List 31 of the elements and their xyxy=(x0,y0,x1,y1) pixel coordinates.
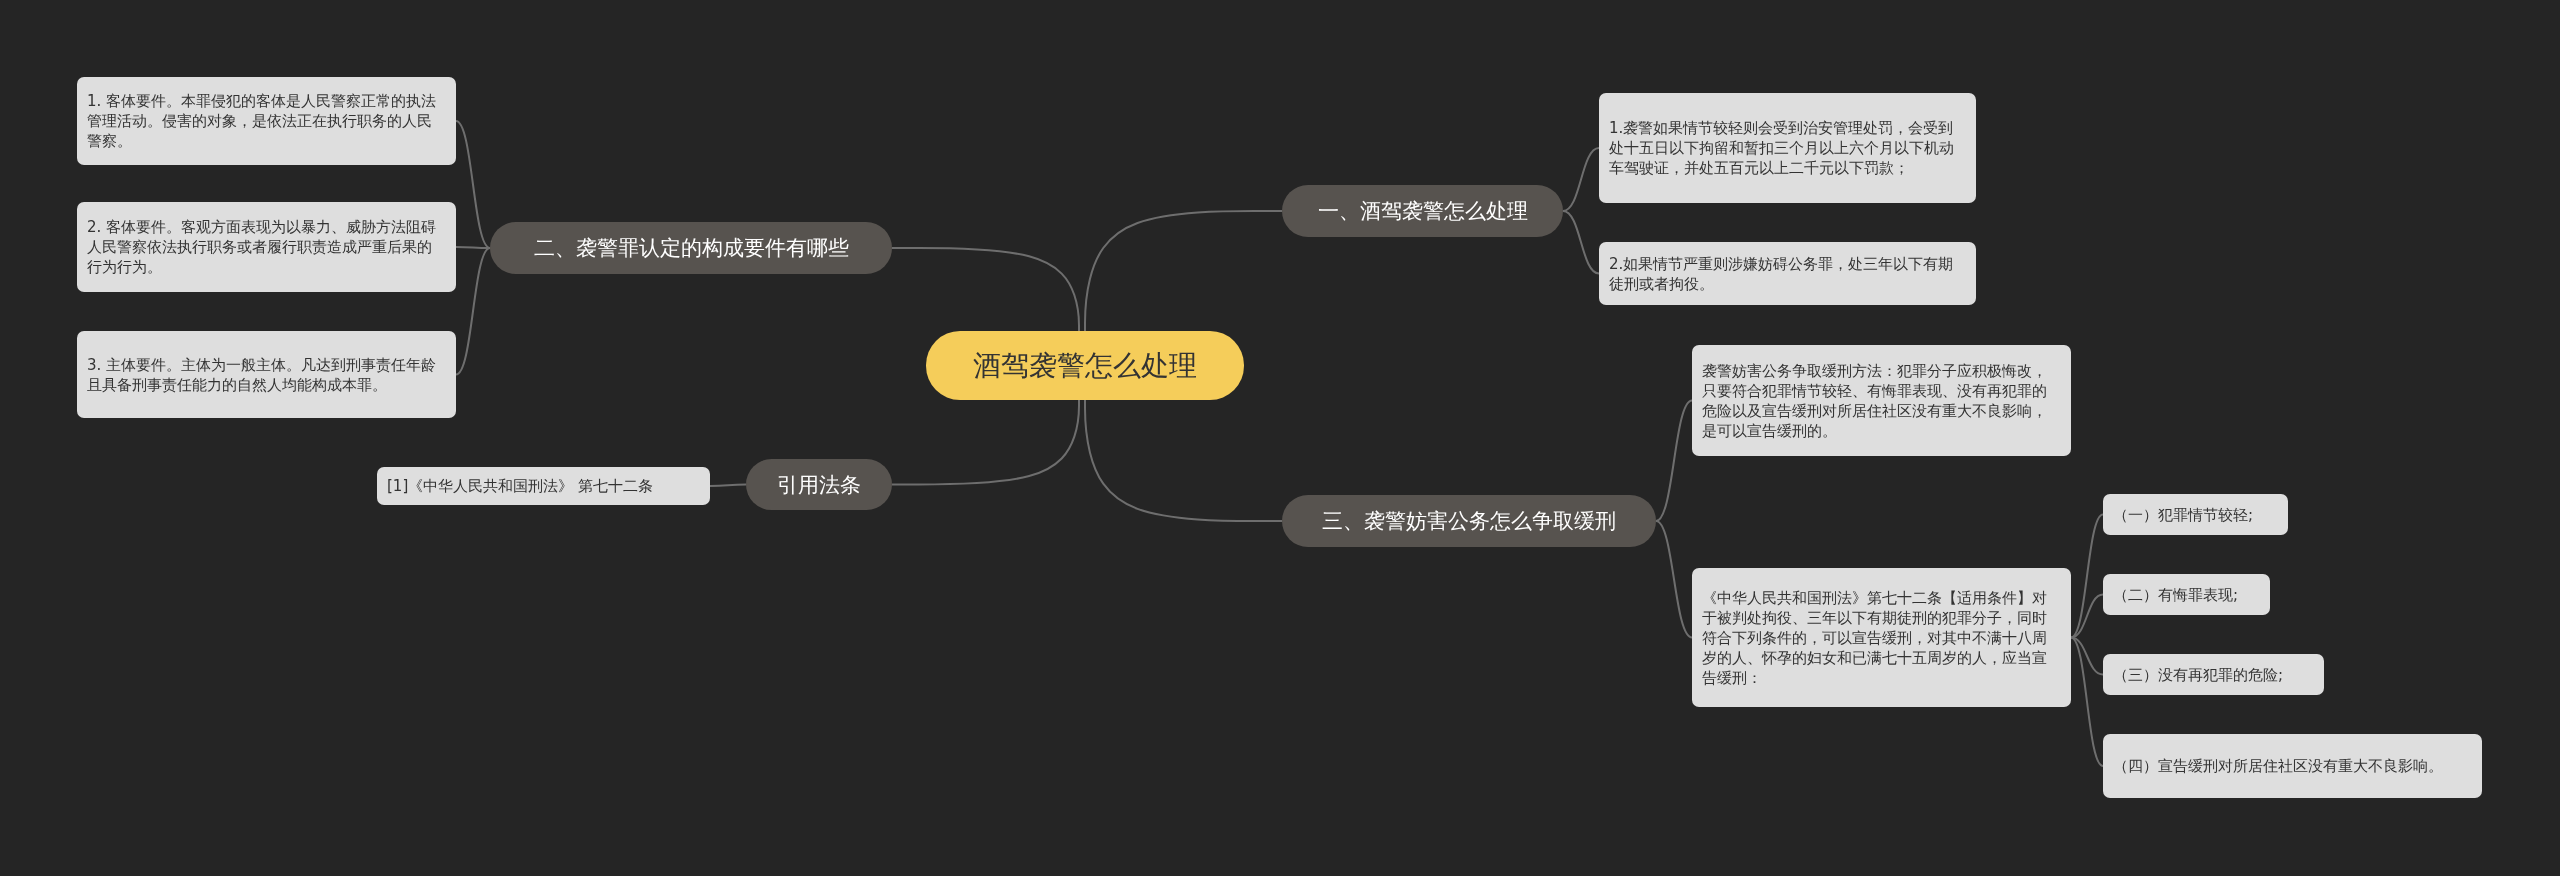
connector-line xyxy=(2070,636,2104,767)
note-card: 2.如果情节严重则涉嫌妨碍公务罪，处三年以下有期徒刑或者拘役。 xyxy=(1599,242,1976,305)
note-card: 袭警妨害公务争取缓刑方法：犯罪分子应积极悔改，只要符合犯罪情节较轻、有悔罪表现、没有再犯罪的危险以及宣告缓刑对所居住社区没有重大不良影响，是可以宣告缓刑的。 xyxy=(1692,345,2071,456)
note-card: （二）有悔罪表现; xyxy=(2103,574,2270,615)
topic-pill: 一、酒驾袭警怎么处理 xyxy=(1282,185,1563,237)
connector-line xyxy=(1084,210,1283,332)
note-card: 3. 主体要件。主体为一般主体。凡达到刑事责任年龄且具备刑事责任能力的自然人均能构成本罪。 xyxy=(77,331,456,418)
note-card: （四）宣告缓刑对所居住社区没有重大不良影响。 xyxy=(2103,734,2482,798)
central-topic: 酒驾袭警怎么处理 xyxy=(926,331,1244,400)
connector-line xyxy=(1655,399,1693,522)
connector-line xyxy=(1562,210,1600,275)
topic-pill: 引用法条 xyxy=(746,459,892,510)
connector-line xyxy=(891,247,1080,332)
connector-line xyxy=(1084,399,1283,522)
connector-line xyxy=(1655,520,1693,639)
connector-line xyxy=(455,246,491,249)
topic-pill: 二、袭警罪认定的构成要件有哪些 xyxy=(490,222,892,274)
note-card: （一）犯罪情节较轻; xyxy=(2103,494,2288,535)
note-card: [1]《中华人民共和国刑法》 第七十二条 xyxy=(377,467,710,505)
note-card: 2. 客体要件。客观方面表现为以暴力、威胁方法阻碍人民警察依法执行职务或者履行职责造成严重后果的行为行为。 xyxy=(77,202,456,292)
connector-line xyxy=(1562,147,1600,212)
note-card: （三）没有再犯罪的危险; xyxy=(2103,654,2324,695)
connector-line xyxy=(455,247,491,376)
note-card: 1.袭警如果情节较轻则会受到治安管理处罚，会受到处十五日以下拘留和暂扣三个月以上六个月以下机动车驾驶证，并处五百元以上二千元以下罚款； xyxy=(1599,93,1976,203)
connector-line xyxy=(455,120,491,249)
note-card: 1. 客体要件。本罪侵犯的客体是人民警察正常的执法管理活动。侵害的对象，是依法正在执行职务的人民警察。 xyxy=(77,77,456,165)
note-card: 《中华人民共和国刑法》第七十二条【适用条件】对于被判处拘役、三年以下有期徒刑的犯罪分子，同时符合下列条件的，可以宣告缓刑，对其中不满十八周岁的人、怀孕的妇女和已满七十五周岁的人，应当宣告缓刑： xyxy=(1692,568,2071,707)
topic-pill: 三、袭警妨害公务怎么争取缓刑 xyxy=(1282,495,1656,547)
connector-line xyxy=(891,399,1080,486)
connector-line xyxy=(709,483,747,487)
connector-line xyxy=(2070,513,2104,639)
